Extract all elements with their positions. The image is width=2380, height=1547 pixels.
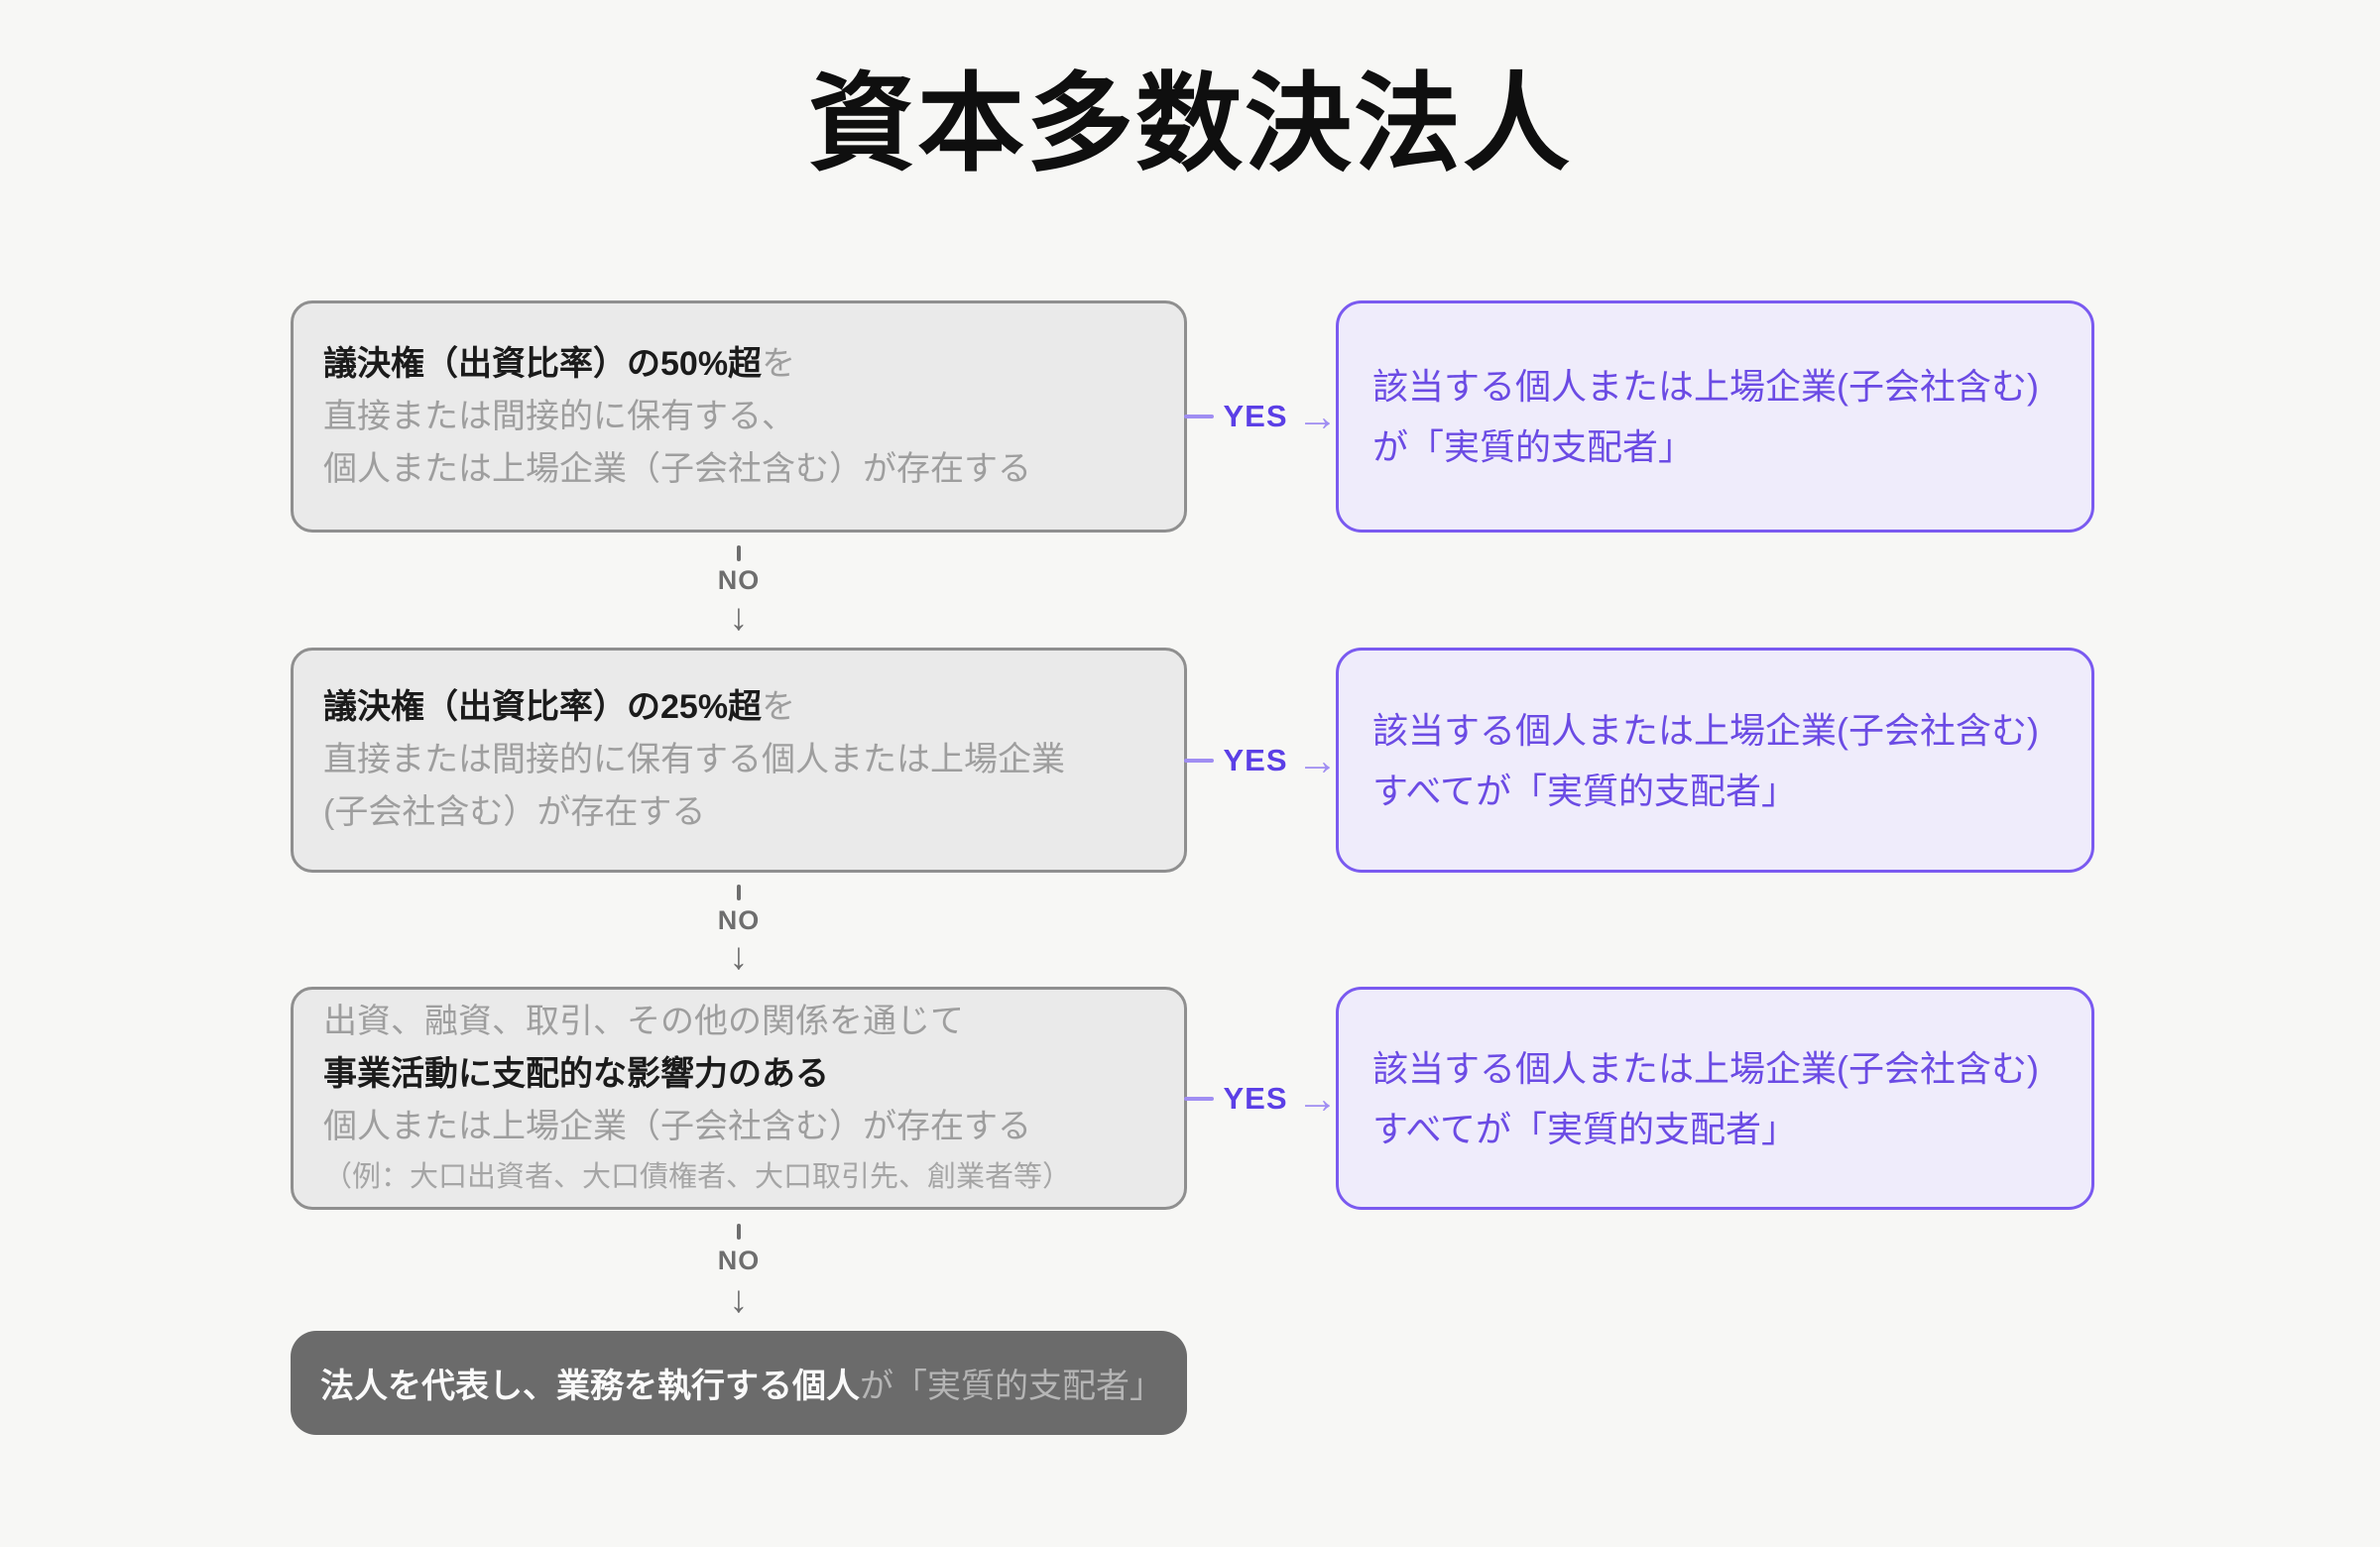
no-stem-line [737,544,741,561]
result-3-line1: 該当する個人または上場企業(子会社含む) [1372,1047,2039,1089]
result-2-line1: 該当する個人または上場企業(子会社含む) [1372,709,2039,751]
final-main-text: 法人を代表し、業務を執行する個人 [320,1368,860,1405]
condition-1-line2: 直接または間接的に保有する、 [323,397,795,435]
condition-2-line2: 直接または間接的に保有する個人または上場企業 [323,741,1065,778]
no-connector-1: NO ↓ [640,533,838,648]
condition-box-50-percent: 議決権（出資比率）の50%超を 直接または間接的に保有する、 個人または上場企業… [291,300,1187,533]
condition-3-line2: 事業活動に支配的な影響力のある [323,1048,1154,1101]
no-connector-2: NO ↓ [640,873,838,987]
condition-2-line1: 議決権（出資比率）の25%超を [323,681,1154,734]
condition-3-line1: 出資、融資、取引、その他の関係を通じて [323,1003,964,1040]
yes-label: YES [1223,399,1288,433]
condition-2-line1-bold: 議決権（出資比率）の25%超 [323,688,763,726]
condition-2-line1-rest: を [762,688,796,726]
down-arrow-icon: ↓ [729,936,749,979]
no-stem-line [737,885,741,901]
condition-1-line1-rest: を [762,344,796,383]
condition-1-line1: 議決権（出資比率）の50%超を [323,338,1154,391]
no-label: NO [717,904,761,935]
condition-3-line3: 個人または上場企業（子会社含む）が存在する [323,1108,1031,1145]
yes-dash-line [1184,758,1215,763]
right-arrow-icon: → [1296,736,1339,783]
down-arrow-icon: ↓ [729,597,749,640]
condition-box-25-percent: 議決権（出資比率）の25%超を 直接または間接的に保有する個人または上場企業 (… [291,648,1187,873]
condition-3-example-note: （例：大口出資者、大口債権者、大口取引先、創業者等） [323,1161,1072,1193]
result-box-1: 該当する個人または上場企業(子会社含む) が「実質的支配者」 [1336,300,2094,533]
yes-connector-2: YES → [1184,648,1339,873]
no-connector-3: NO ↓ [640,1210,838,1331]
right-arrow-icon: → [1296,393,1339,439]
no-label: NO [717,565,761,596]
condition-1-line3: 個人または上場企業（子会社含む）が存在する [323,449,1031,488]
condition-2-line3: (子会社含む）が存在する [323,793,706,831]
result-1-line1: 該当する個人または上場企業(子会社含む) [1372,366,2039,407]
no-label: NO [717,1246,761,1276]
condition-3-line2-bold: 事業活動に支配的な影響力のある [323,1055,829,1093]
result-2-line2: すべてが「実質的支配者」 [1372,770,1798,811]
yes-label: YES [1223,742,1288,777]
condition-1-line1-bold: 議決権（出資比率）の50%超 [323,344,763,383]
yes-label: YES [1223,1080,1288,1116]
right-arrow-icon: → [1296,1074,1339,1122]
yes-dash-line [1184,415,1215,418]
condition-box-influence: 出資、融資、取引、その他の関係を通じて 事業活動に支配的な影響力のある 個人また… [291,987,1187,1210]
yes-connector-1: YES → [1184,300,1339,533]
final-result-box: 法人を代表し、業務を執行する個人が「実質的支配者」 [291,1331,1187,1435]
down-arrow-icon: ↓ [729,1278,749,1321]
yes-dash-line [1184,1096,1215,1101]
result-box-2: 該当する個人または上場企業(子会社含む) すべてが「実質的支配者」 [1336,648,2094,873]
result-1-line2: が「実質的支配者」 [1372,426,1695,467]
result-3-line2: すべてが「実質的支配者」 [1372,1108,1798,1149]
no-stem-line [737,1224,741,1241]
yes-connector-3: YES → [1184,987,1339,1210]
result-box-3: 該当する個人または上場企業(子会社含む) すべてが「実質的支配者」 [1336,987,2094,1210]
page-title: 資本多数決法人 [807,63,1572,183]
final-suffix-text: が「実質的支配者」 [860,1368,1163,1405]
